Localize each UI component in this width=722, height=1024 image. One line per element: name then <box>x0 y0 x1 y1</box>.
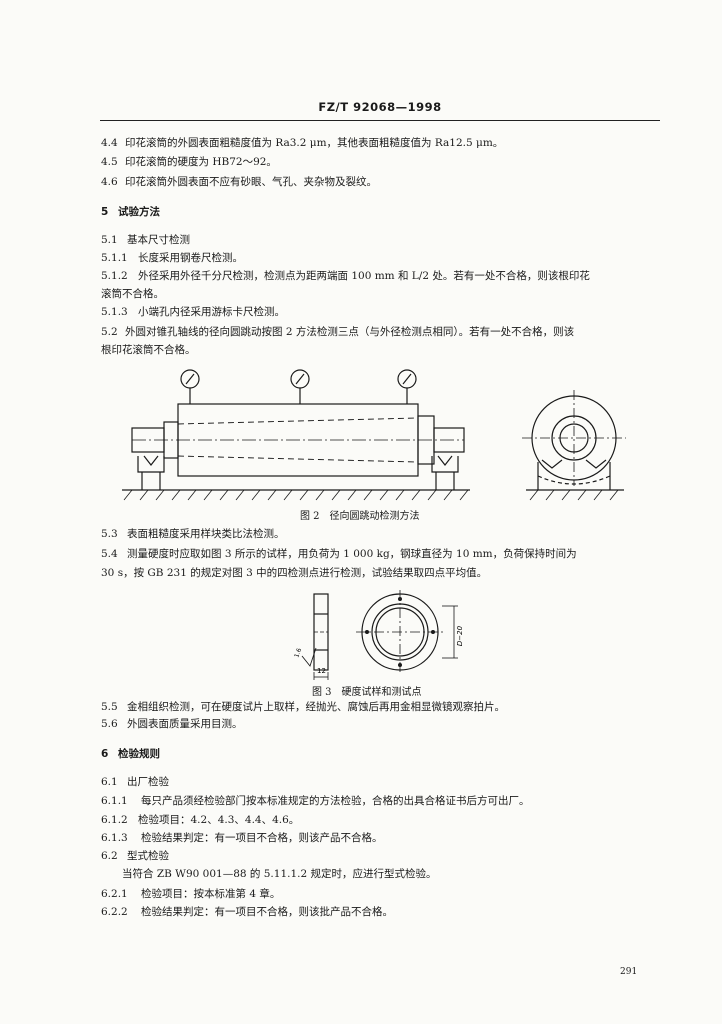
clause-text: 金相组织检测，可在硬度试片上取样，经抛光、腐蚀后再用金相显微镜观察拍片。 <box>127 701 505 713</box>
clause-text: 测量硬度时应取如图 3 所示的试样，用负荷为 1 000 kg，钢球直径为 10… <box>127 548 577 560</box>
section-title: 检验规则 <box>118 748 160 760</box>
clause-text: 检验项目：按本标准第 4 章。 <box>141 888 281 900</box>
section-6-heading: 6 检验规则 <box>101 747 160 761</box>
section-5-heading: 5 试验方法 <box>101 205 160 219</box>
clause-text: 表面粗糙度采用样块类比法检测。 <box>127 528 285 540</box>
clause-5-1-2-cont: 滚筒不合格。 <box>101 287 164 301</box>
clause-6-2-2: 6.2.2 检验结果判定：有一项目不合格，则该批产品不合格。 <box>101 905 393 919</box>
clause-text: 30 s，按 GB 231 的规定对图 3 中的四检测点进行检测，试验结果取四点… <box>101 567 488 579</box>
figure-3-drawing: 12 D−20 1.6 <box>293 590 464 680</box>
clause-text: 印花滚筒的外圆表面粗糙度值为 Ra3.2 μm，其他表面粗糙度值为 Ra12.5… <box>125 137 504 149</box>
header-rule <box>100 120 660 121</box>
clause-number: 5.3 <box>101 528 118 540</box>
page-number: 291 <box>620 967 638 977</box>
clause-number: 5.1 <box>101 234 118 246</box>
clause-number: 5.2 <box>101 326 118 338</box>
clause-5-2-cont: 根印花滚筒不合格。 <box>101 343 196 357</box>
clause-6-2-1: 6.2.1 检验项目：按本标准第 4 章。 <box>101 887 280 901</box>
clause-text: 检验结果判定：有一项目不合格，则该产品不合格。 <box>141 832 383 844</box>
clause-number: 6.1.2 <box>101 814 128 826</box>
clause-text: 检验项目：4.2、4.3、4.4、4.6。 <box>138 814 300 826</box>
clause-5-6: 5.6 外圆表面质量采用目测。 <box>101 717 243 731</box>
clause-6-1: 6.1 出厂检验 <box>101 775 169 789</box>
clause-number: 5.1.1 <box>101 252 128 264</box>
dim-diameter-label: D−20 <box>456 625 464 646</box>
clause-6-2-text: 当符合 ZB W90 001—88 的 5.11.1.2 规定时，应进行型式检验… <box>122 867 437 881</box>
clause-text: 小端孔内径采用游标卡尺检测。 <box>138 306 285 318</box>
clause-number: 4.5 <box>101 156 118 168</box>
clause-text: 滚筒不合格。 <box>101 288 164 300</box>
clause-number: 5.1.2 <box>101 270 128 282</box>
section-title: 试验方法 <box>118 206 160 218</box>
roughness-label: 1.6 <box>293 647 303 659</box>
clause-5-3: 5.3 表面粗糙度采用样块类比法检测。 <box>101 527 285 541</box>
clause-5-1-2: 5.1.2 外径采用外径千分尺检测，检测点为距两端面 100 mm 和 L/2 处… <box>101 269 590 283</box>
clause-text: 印花滚筒的硬度为 HB72～92。 <box>125 156 277 168</box>
clause-text: 根印花滚筒不合格。 <box>101 344 196 356</box>
clause-text: 检验结果判定：有一项目不合格，则该批产品不合格。 <box>141 906 393 918</box>
clause-5-1-1: 5.1.1 长度采用钢卷尺检测。 <box>101 251 243 265</box>
clause-text: 印花滚筒外圆表面不应有砂眼、气孔、夹杂物及裂纹。 <box>125 176 377 188</box>
clause-number: 5.1.3 <box>101 306 128 318</box>
clause-number: 5.6 <box>101 718 118 730</box>
clause-number: 6.1 <box>101 776 118 788</box>
clause-number: 5.4 <box>101 548 118 560</box>
clause-6-2: 6.2 型式检验 <box>101 849 169 863</box>
clause-text: 每只产品须经检验部门按本标准规定的方法检验，合格的出具合格证书后方可出厂。 <box>141 795 530 807</box>
clause-number: 6.2 <box>101 850 118 862</box>
section-number: 5 <box>101 206 109 218</box>
clause-text: 外圆表面质量采用目测。 <box>127 718 243 730</box>
clause-number: 4.4 <box>101 137 118 149</box>
clause-number: 5.5 <box>101 701 118 713</box>
clause-5-1-3: 5.1.3 小端孔内径采用游标卡尺检测。 <box>101 305 285 319</box>
clause-5-5: 5.5 金相组织检测，可在硬度试片上取样，经抛光、腐蚀后再用金相显微镜观察拍片。 <box>101 700 505 714</box>
clause-4-6: 4.6 印花滚筒外圆表面不应有砂眼、气孔、夹杂物及裂纹。 <box>101 175 377 189</box>
clause-text: 型式检验 <box>127 850 169 862</box>
clause-6-1-1: 6.1.1 每只产品须经检验部门按本标准规定的方法检验，合格的出具合格证书后方可出… <box>101 794 530 808</box>
figure-2-drawing <box>122 369 626 501</box>
clause-text: 基本尺寸检测 <box>127 234 190 246</box>
section-number: 6 <box>101 748 109 760</box>
clause-text: 外径采用外径千分尺检测，检测点为距两端面 100 mm 和 L/2 处。若有一处… <box>138 270 590 282</box>
clause-number: 4.6 <box>101 176 118 188</box>
clause-6-1-2: 6.1.2 检验项目：4.2、4.3、4.4、4.6。 <box>101 813 299 827</box>
clause-6-1-3: 6.1.3 检验结果判定：有一项目不合格，则该产品不合格。 <box>101 831 383 845</box>
clause-number: 6.1.1 <box>101 795 128 807</box>
clause-5-4-cont: 30 s，按 GB 231 的规定对图 3 中的四检测点进行检测，试验结果取四点… <box>101 566 487 580</box>
clause-5-4: 5.4 测量硬度时应取如图 3 所示的试样，用负荷为 1 000 kg，钢球直径为… <box>101 547 577 561</box>
clause-text: 外圆对锥孔轴线的径向圆跳动按图 2 方法检测三点（与外径检测点相同）。若有一处不… <box>125 326 575 338</box>
clause-number: 6.2.2 <box>101 906 128 918</box>
clause-text: 长度采用钢卷尺检测。 <box>138 252 243 264</box>
figure-2-caption: 图 2 径向圆跳动检测方法 <box>300 511 420 522</box>
document-header: FZ/T 92068—1998 <box>318 100 442 114</box>
clause-text: 当符合 ZB W90 001—88 的 5.11.1.2 规定时，应进行型式检验… <box>122 868 437 880</box>
clause-number: 6.1.3 <box>101 832 128 844</box>
clause-5-1: 5.1 基本尺寸检测 <box>101 233 190 247</box>
dim-width-label: 12 <box>317 667 326 675</box>
clause-text: 出厂检验 <box>127 776 169 788</box>
clause-4-4: 4.4 印花滚筒的外圆表面粗糙度值为 Ra3.2 μm，其他表面粗糙度值为 Ra1… <box>101 136 503 150</box>
clause-number: 6.2.1 <box>101 888 128 900</box>
figure-3-caption: 图 3 硬度试样和测试点 <box>312 687 422 698</box>
clause-4-5: 4.5 印花滚筒的硬度为 HB72～92。 <box>101 155 277 169</box>
clause-5-2: 5.2 外圆对锥孔轴线的径向圆跳动按图 2 方法检测三点（与外径检测点相同）。若有… <box>101 325 574 339</box>
